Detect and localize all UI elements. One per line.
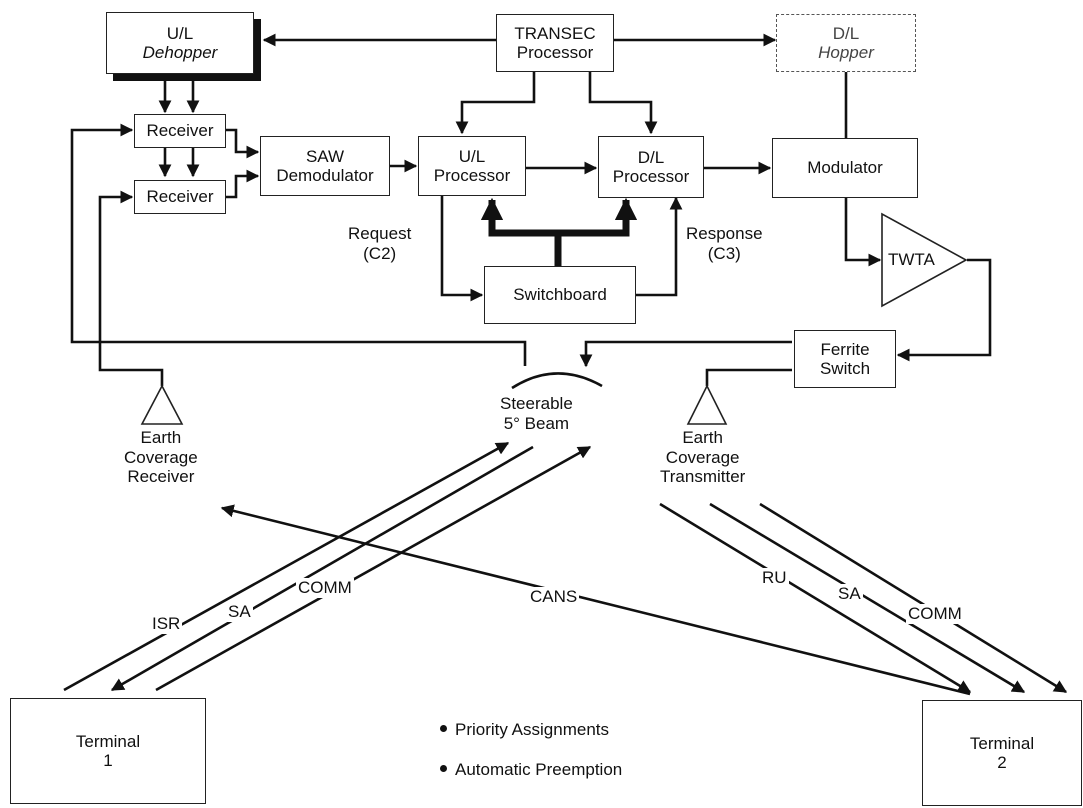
note-automatic-preemption: Automatic Preemption <box>440 760 622 780</box>
transec-line2: Processor <box>516 43 594 62</box>
dl-processor-line2: Processor <box>612 167 690 186</box>
dl-hopper-block: D/L Hopper <box>776 14 916 72</box>
ferrite-line1: Ferrite <box>820 339 870 359</box>
twta-amplifier-symbol <box>881 212 968 308</box>
switchboard-block: Switchboard <box>484 266 636 324</box>
ec-transmitter-line2: Coverage <box>665 447 740 467</box>
dl-processor-block: D/L Processor <box>598 136 704 198</box>
terminal-1-line2: 1 <box>103 751 113 770</box>
receiver-top-block: Receiver <box>134 114 226 148</box>
transec-line1: TRANSEC <box>514 23 596 43</box>
ec-transmitter-line3: Transmitter <box>660 467 746 487</box>
ul-dehopper-block: U/L Dehopper <box>106 12 254 74</box>
ru-downlink-arrow <box>659 502 972 694</box>
cans-link-arrow <box>220 504 971 696</box>
note-2-text: Automatic Preemption <box>455 760 623 779</box>
switchboard-label: Switchboard <box>513 285 607 305</box>
sa-downlink-left-arrow <box>110 445 534 692</box>
ec-transmitter-label: Earth Coverage Transmitter <box>660 428 745 487</box>
beam-line2: 5° Beam <box>503 413 570 433</box>
bullet-icon <box>440 725 447 733</box>
ec-receiver-antenna-icon <box>140 384 184 425</box>
dl-hopper-line2: Hopper <box>818 43 874 62</box>
twta-to-ferrite-arrow <box>896 258 992 362</box>
steerable-beam-label: Steerable 5° Beam <box>500 394 573 433</box>
terminal-2-block: Terminal 2 <box>922 700 1082 806</box>
beam-line1: Steerable <box>500 394 573 413</box>
ferrite-to-ec-transmitter-line <box>705 368 792 386</box>
comm-uplink-left-arrow <box>155 445 592 692</box>
transec-to-ul-processor-arrow <box>455 71 536 135</box>
terminal-1-line1: Terminal <box>75 731 141 751</box>
modulator-to-twta-arrow <box>844 198 882 267</box>
modulator-label: Modulator <box>807 158 883 178</box>
ec-receiver-to-receiver-bottom-arrow <box>98 190 164 386</box>
comm-right-link-label: COMM <box>906 604 964 624</box>
ec-receiver-label: Earth Coverage Receiver <box>124 428 198 487</box>
bus-to-ul-processor-arrow <box>480 197 558 237</box>
receiver-bottom-block: Receiver <box>134 180 226 214</box>
ul-processor-block: U/L Processor <box>418 136 526 196</box>
twta-label: TWTA <box>888 250 935 269</box>
saw-demodulator-block: SAW Demodulator <box>260 136 390 196</box>
response-label: Response (C3) <box>686 224 763 263</box>
transec-processor-block: TRANSEC Processor <box>496 14 614 72</box>
ul-dehopper-line2: Dehopper <box>142 43 218 62</box>
ul-dehopper-line1: U/L <box>166 23 194 43</box>
request-label: Request (C2) <box>348 224 411 263</box>
cans-link-label: CANS <box>528 587 580 607</box>
sa-right-link-label: SA <box>836 584 863 604</box>
terminal-2-line1: Terminal <box>969 733 1035 753</box>
ferrite-switch-block: Ferrite Switch <box>794 330 896 388</box>
ec-transmitter-antenna-icon <box>686 384 728 425</box>
beam-to-receiver-top-arrow <box>70 123 527 366</box>
terminal-1-block: Terminal 1 <box>10 698 206 804</box>
request-line2: (C2) <box>363 243 397 263</box>
ec-receiver-line2: Coverage <box>124 447 198 467</box>
ul-processor-line2: Processor <box>433 166 511 185</box>
ru-link-label: RU <box>760 568 789 588</box>
modulator-block: Modulator <box>772 138 918 198</box>
ul-processor-to-switchboard-arrow <box>440 196 484 302</box>
isr-link-label: ISR <box>150 614 183 634</box>
ul-processor-line1: U/L <box>458 146 486 166</box>
comm-left-link-label: COMM <box>296 578 354 598</box>
note-priority-assignments: Priority Assignments <box>440 720 609 740</box>
ec-transmitter-line1: Earth <box>682 428 723 447</box>
dl-processor-line1: D/L <box>637 147 665 167</box>
saw-line1: SAW <box>305 146 345 166</box>
switchboard-to-dl-processor-arrow <box>636 196 683 297</box>
response-line2: (C3) <box>707 243 741 263</box>
saw-line2: Demodulator <box>276 166 374 185</box>
isr-uplink-arrow <box>63 441 510 692</box>
receiver-bottom-label: Receiver <box>146 187 214 207</box>
sa-left-link-label: SA <box>226 602 253 622</box>
ec-receiver-line1: Earth <box>140 428 182 447</box>
ferrite-line2: Switch <box>819 359 871 378</box>
sa-downlink-right-arrow <box>709 502 1026 694</box>
bus-to-dl-processor-arrow <box>558 197 638 237</box>
terminal-2-line2: 2 <box>997 753 1007 772</box>
receiver-top-label: Receiver <box>146 121 214 141</box>
request-line1: Request <box>348 224 412 243</box>
steerable-beam-dish-icon <box>511 372 603 390</box>
transec-to-dl-processor-arrow <box>588 71 658 135</box>
ferrite-to-beam-arrow <box>579 340 792 368</box>
dl-hopper-line1: D/L <box>832 23 860 43</box>
receiver-bottom-to-saw-arrow <box>226 169 260 199</box>
receiver-top-to-saw-arrow <box>226 128 260 159</box>
ec-receiver-line3: Receiver <box>127 467 195 487</box>
response-line1: Response <box>686 224 763 243</box>
note-1-text: Priority Assignments <box>455 720 609 739</box>
comm-downlink-right-arrow <box>759 502 1068 694</box>
bullet-icon <box>440 765 447 773</box>
